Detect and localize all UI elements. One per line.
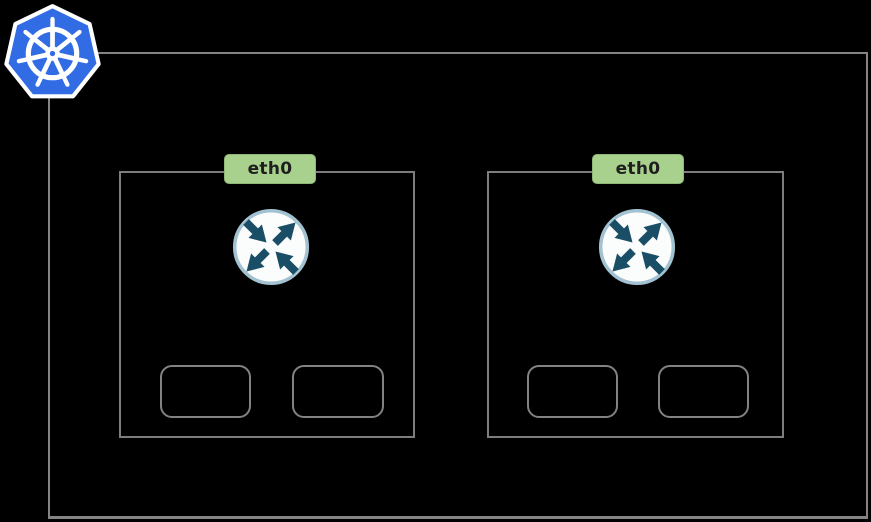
pod-box-2a [527,365,618,418]
eth0-badge-1: eth0 [224,154,316,184]
router-icon-1 [231,207,311,287]
eth0-label-1: eth0 [247,159,293,179]
pod-box-1b [292,365,384,418]
pod-box-2b [658,365,749,418]
cluster-box [48,52,868,519]
eth0-badge-2: eth0 [592,154,684,184]
kubernetes-logo-icon [1,1,104,104]
router-icon-2 [597,207,677,287]
eth0-label-2: eth0 [615,159,661,179]
pod-box-1a [160,365,251,418]
